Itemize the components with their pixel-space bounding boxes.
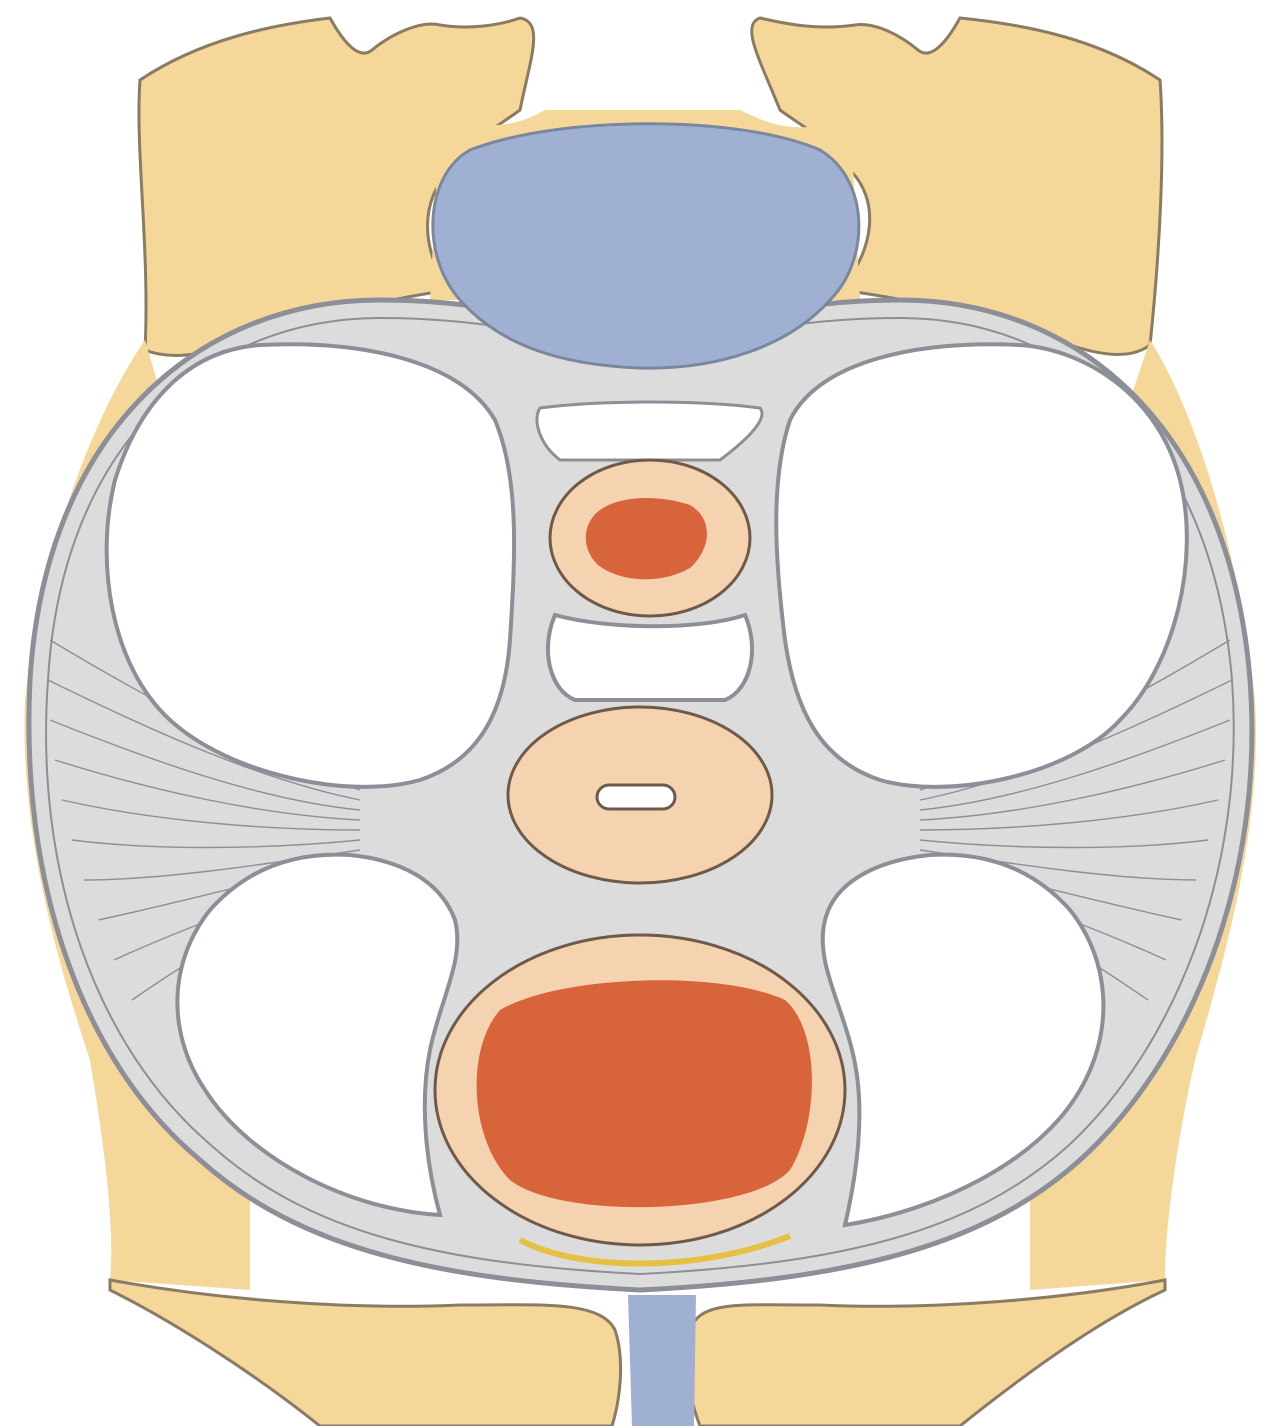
vagina (508, 707, 772, 883)
urethra-lumen (586, 498, 707, 579)
lower-right-bone (687, 1280, 1165, 1426)
rectum-lumen (477, 980, 812, 1207)
middle-central-fossa (548, 615, 752, 700)
upper-central-fossa (537, 402, 762, 460)
lower-left-bone (110, 1280, 621, 1426)
bladder (433, 124, 859, 368)
vagina-lumen (597, 785, 675, 809)
upper-left-fossa (107, 344, 514, 787)
urethra (550, 460, 750, 616)
lower-blue-structure (628, 1295, 696, 1426)
